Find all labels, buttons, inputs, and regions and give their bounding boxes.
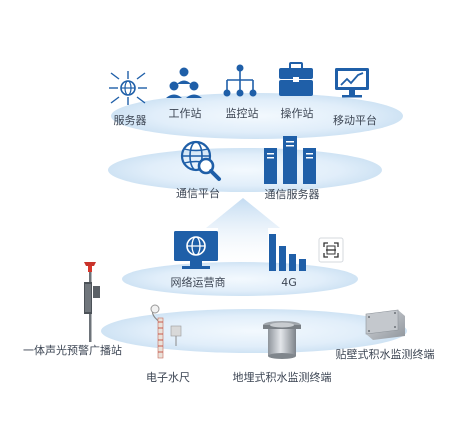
- wall-water-sensor-icon: [365, 309, 405, 340]
- alarm-broadcast-station-icon: [84, 262, 100, 342]
- monitoring-layer-ellipse: [111, 93, 403, 139]
- label-4g: 4G: [281, 276, 297, 289]
- scan-icon[interactable]: [318, 237, 344, 263]
- network-layer-ellipse: [122, 262, 358, 296]
- briefcase-icon: [279, 62, 313, 96]
- signal-bars-icon: [269, 234, 306, 271]
- device-layer-ellipse: [101, 309, 407, 353]
- label-wall-sensor: 贴壁式积水监测终端: [335, 348, 435, 361]
- buried-water-sensor-icon: [263, 321, 301, 359]
- label-operation-station: 操作站: [280, 107, 314, 120]
- label-workstation: 工作站: [168, 107, 202, 120]
- communication-layer-ellipse: [108, 148, 382, 192]
- upload-arrow: [206, 198, 280, 265]
- label-monitor-station: 监控站: [225, 107, 259, 120]
- electronic-water-gauge-icon: [150, 304, 182, 359]
- label-network-operator: 网络运营商: [170, 276, 226, 289]
- mobile-platform-icon: [335, 68, 369, 98]
- label-mobile-platform: 移动平台: [333, 114, 377, 127]
- label-water-gauge: 电子水尺: [146, 371, 190, 384]
- server-rack-icon: [264, 136, 316, 184]
- internet-monitor-icon: [174, 231, 218, 269]
- label-alarm-station: 一体声光预警广播站: [23, 344, 122, 357]
- monitor-network-icon: [223, 64, 257, 97]
- label-server: 服务器: [113, 114, 147, 127]
- workstation-users-icon: [166, 67, 202, 98]
- label-buried-sensor: 地埋式积水监测终端: [232, 371, 332, 384]
- label-comm-server: 通信服务器: [264, 188, 320, 201]
- server-network-icon: [109, 71, 147, 105]
- globe-search-icon: [180, 140, 221, 181]
- label-comm-platform: 通信平台: [176, 187, 220, 200]
